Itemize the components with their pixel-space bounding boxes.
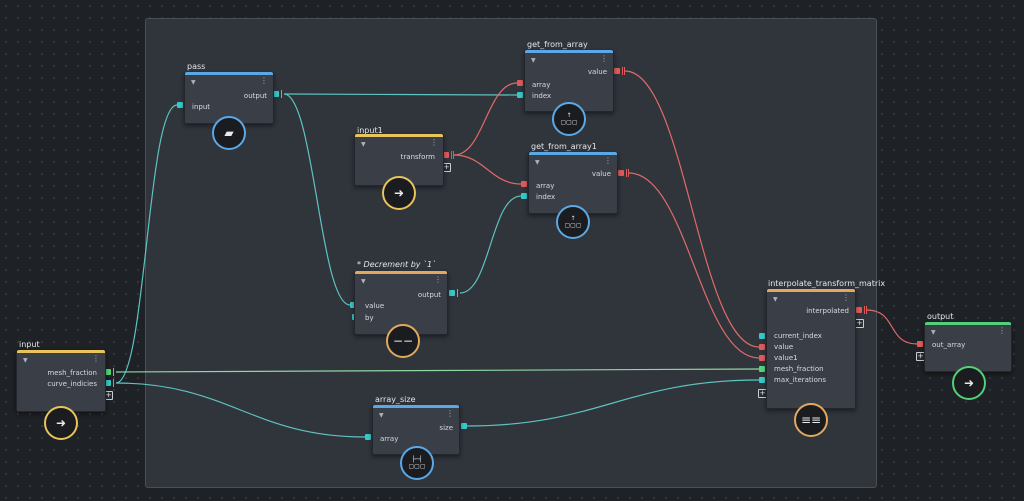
camera-icon: ▰ xyxy=(212,116,246,150)
node-output[interactable]: ▼ ⋮ out_array xyxy=(924,322,1012,372)
menu-icon[interactable]: ⋮ xyxy=(600,54,608,63)
output-port-output[interactable] xyxy=(449,289,458,297)
input-port-index[interactable] xyxy=(521,193,527,199)
menu-icon[interactable]: ⋮ xyxy=(604,156,612,165)
collapse-icon[interactable]: ▼ xyxy=(191,79,196,86)
port-label-by: by xyxy=(365,314,374,322)
node-header-bar xyxy=(529,152,617,155)
input-port-max-iterations[interactable] xyxy=(759,377,765,383)
menu-icon[interactable]: ⋮ xyxy=(92,354,100,363)
node-title-decrement: * Decrement by `1` xyxy=(357,260,437,269)
node-interpolate-transform-matrix[interactable]: ▼ ⋮ interpolated current_index value val… xyxy=(766,289,856,409)
output-port-transform[interactable] xyxy=(443,151,454,159)
node-header-bar xyxy=(525,50,613,53)
port-label-value1: value1 xyxy=(774,354,798,362)
collapse-icon[interactable]: ▼ xyxy=(379,412,384,419)
node-title-output: output xyxy=(927,312,954,321)
port-label-output: output xyxy=(417,291,441,299)
input-port-array[interactable] xyxy=(521,181,527,187)
node-title-get-from-array1: get_from_array1 xyxy=(531,142,597,151)
collapse-icon[interactable]: ▼ xyxy=(931,329,936,336)
output-port-curve-indicies[interactable] xyxy=(105,379,114,387)
port-label-value: value xyxy=(774,343,794,351)
node-header-bar xyxy=(925,322,1011,325)
node-title-get-from-array: get_from_array xyxy=(527,40,588,49)
port-label-output: output xyxy=(243,92,267,100)
input-port-mesh-fraction[interactable] xyxy=(759,366,765,372)
port-label-transform: transform xyxy=(400,153,435,161)
add-port-icon[interactable]: + xyxy=(855,319,864,328)
input-port-array[interactable] xyxy=(365,434,371,440)
port-label-mesh-fraction: mesh_fraction xyxy=(774,365,824,373)
node-title-pass: pass xyxy=(187,62,206,71)
port-label-array: array xyxy=(536,182,555,190)
input-port-array[interactable] xyxy=(517,80,523,86)
menu-icon[interactable]: ⋮ xyxy=(842,293,850,302)
menu-icon[interactable]: ⋮ xyxy=(434,275,442,284)
menu-icon[interactable]: ⋮ xyxy=(260,76,268,85)
menu-icon[interactable]: ⋮ xyxy=(430,138,438,147)
input-port-index[interactable] xyxy=(517,92,523,98)
node-header-bar xyxy=(355,271,447,274)
menu-icon[interactable]: ⋮ xyxy=(446,409,454,418)
node-title-interpolate: interpolate_transform_matrix xyxy=(768,279,886,288)
port-label-index: index xyxy=(532,92,552,100)
node-header-bar xyxy=(373,405,459,408)
port-label-curve-indicies: curve_indicies xyxy=(47,380,97,388)
output-port-mesh-fraction[interactable] xyxy=(105,368,114,376)
node-pass[interactable]: ▼ ⋮ input output xyxy=(184,72,274,124)
node-header-bar xyxy=(355,134,443,137)
node-input[interactable]: ▼ ⋮ mesh_fraction curve_indicies xyxy=(16,350,106,412)
port-label-out-array: out_array xyxy=(932,341,966,349)
node-header-bar xyxy=(17,350,105,353)
port-label-index: index xyxy=(536,193,556,201)
port-label-array: array xyxy=(532,81,551,89)
arrow-right-circle-icon: ➜ xyxy=(952,366,986,400)
input-port-current-index[interactable] xyxy=(759,333,765,339)
port-label-array: array xyxy=(380,435,399,443)
port-label-mesh-fraction: mesh_fraction xyxy=(47,369,97,377)
output-port-value[interactable] xyxy=(618,169,629,177)
decrement-icon: −− xyxy=(386,324,420,358)
arrow-right-circle-icon: ➜ xyxy=(382,176,416,210)
port-label-max-iterations: max_iterations xyxy=(774,376,826,384)
array-size-icon: ├─┤▢▢▢ xyxy=(400,446,434,480)
node-title-array-size: array_size xyxy=(375,395,416,404)
menu-icon[interactable]: ⋮ xyxy=(998,326,1006,335)
collapse-icon[interactable]: ▼ xyxy=(535,159,540,166)
input-port-value[interactable] xyxy=(759,344,765,350)
port-label-interpolated: interpolated xyxy=(806,307,849,315)
output-port-size[interactable] xyxy=(461,423,467,429)
node-header-bar xyxy=(185,72,273,75)
port-label-input: input xyxy=(192,103,211,111)
output-port-value[interactable] xyxy=(614,67,625,75)
collapse-icon[interactable]: ▼ xyxy=(23,357,28,364)
collapse-icon[interactable]: ▼ xyxy=(773,296,778,303)
node-get-from-array[interactable]: ▼ ⋮ value array index xyxy=(524,50,614,112)
input-port-out-array[interactable] xyxy=(917,341,923,347)
node-title-input1: input1 xyxy=(357,126,383,135)
port-label-value: value xyxy=(591,170,611,178)
node-header-bar xyxy=(767,289,855,292)
node-title-input: input xyxy=(19,340,40,349)
collapse-icon[interactable]: ▼ xyxy=(361,278,366,285)
interpolate-icon: ≡≡ xyxy=(794,403,828,437)
get-from-array-icon: ↑▢▢▢ xyxy=(556,205,590,239)
input-port-value[interactable] xyxy=(350,302,356,308)
collapse-icon[interactable]: ▼ xyxy=(361,141,366,148)
port-label-size: size xyxy=(439,424,453,432)
output-port-output[interactable] xyxy=(273,90,282,98)
port-label-value: value xyxy=(365,302,385,310)
input-port-input[interactable] xyxy=(177,102,183,108)
arrow-right-circle-icon: ➜ xyxy=(44,406,78,440)
port-label-current-index: current_index xyxy=(774,332,822,340)
input-port-value1[interactable] xyxy=(759,355,765,361)
get-from-array-icon: ↑▢▢▢ xyxy=(552,102,586,136)
output-port-interpolated[interactable] xyxy=(856,306,867,314)
collapse-icon[interactable]: ▼ xyxy=(531,57,536,64)
port-label-value: value xyxy=(587,68,607,76)
